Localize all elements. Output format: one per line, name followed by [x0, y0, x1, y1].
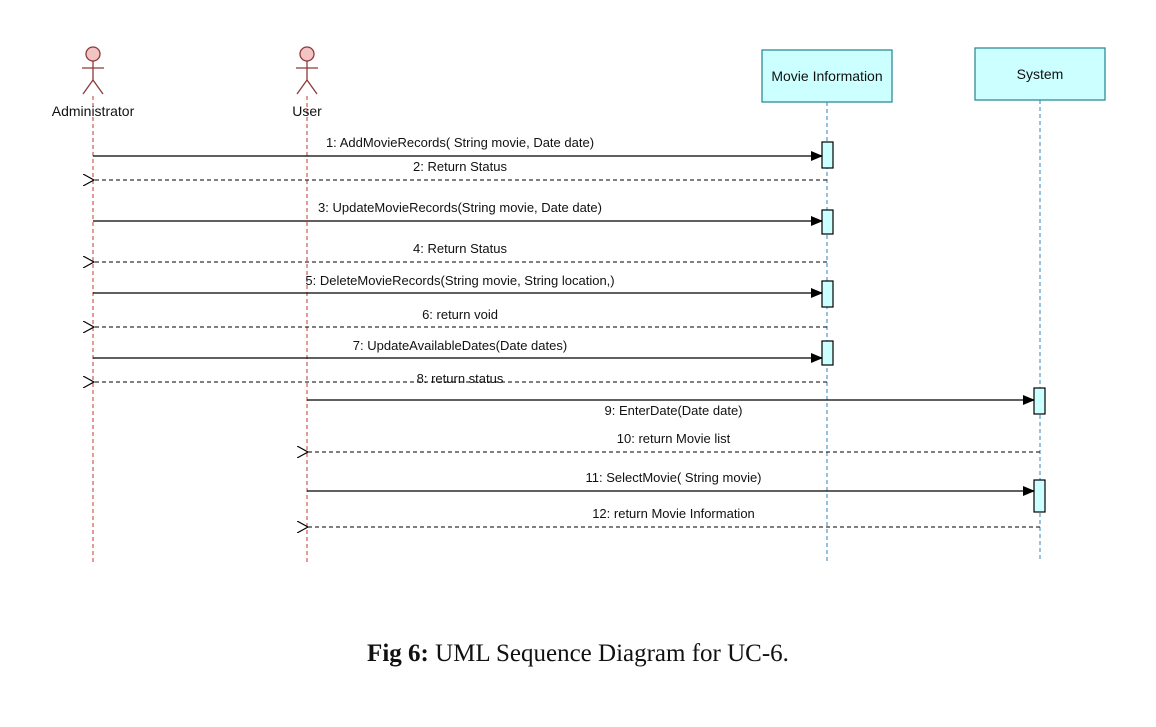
message-2: 2: Return Status: [94, 159, 827, 180]
actor-left-leg: [82, 79, 94, 95]
activation-bar: [1033, 387, 1046, 415]
message-label: 5: DeleteMovieRecords(String movie, Stri…: [305, 273, 614, 288]
message-12: 12: return Movie Information: [308, 506, 1040, 527]
activation-bar: [1033, 479, 1046, 513]
actor-right-leg: [92, 79, 104, 95]
message-5: 5: DeleteMovieRecords(String movie, Stri…: [93, 273, 823, 298]
message-8: 8: return status: [94, 371, 827, 386]
message-label: 11: SelectMovie( String movie): [585, 470, 761, 485]
activation-bar: [821, 340, 834, 366]
message-10: 10: return Movie list: [308, 431, 1040, 452]
message-9: 9: EnterDate(Date date): [307, 395, 1035, 418]
activation-bar: [821, 280, 834, 308]
message-label: 2: Return Status: [413, 159, 507, 174]
actor-admin: Administrator: [52, 46, 135, 119]
actor-label: User: [292, 103, 322, 119]
message-label: 7: UpdateAvailableDates(Date dates): [353, 338, 567, 353]
actor-label: Administrator: [52, 103, 135, 119]
object-label: Movie Information: [771, 68, 882, 84]
message-1: 1: AddMovieRecords( String movie, Date d…: [93, 135, 823, 161]
message-label: 10: return Movie list: [617, 431, 731, 446]
message-label: 1: AddMovieRecords( String movie, Date d…: [326, 135, 594, 150]
message-7: 7: UpdateAvailableDates(Date dates): [93, 338, 823, 363]
object-system: System: [974, 47, 1106, 101]
actor-head-icon: [85, 46, 101, 62]
message-label: 8: return status: [417, 371, 504, 386]
caption-text: UML Sequence Diagram for UC-6.: [428, 640, 789, 667]
message-6: 6: return void: [94, 307, 827, 327]
actor-left-leg: [296, 79, 308, 95]
caption-prefix: Fig 6:: [367, 640, 429, 667]
object-box: [974, 47, 1106, 101]
actor-right-leg: [306, 79, 318, 95]
message-label: 3: UpdateMovieRecords(String movie, Date…: [318, 200, 602, 215]
actor-user: User: [292, 46, 322, 119]
object-movie: Movie Information: [761, 49, 893, 103]
object-box: [761, 49, 893, 103]
activation-bar: [821, 209, 834, 235]
figure-caption: Fig 6: UML Sequence Diagram for UC-6.: [0, 640, 1156, 668]
sequence-diagram: 1: AddMovieRecords( String movie, Date d…: [52, 46, 1106, 562]
message-label: 9: EnterDate(Date date): [604, 403, 742, 418]
message-11: 11: SelectMovie( String movie): [307, 470, 1035, 496]
message-3: 3: UpdateMovieRecords(String movie, Date…: [93, 200, 823, 226]
activation-bar: [821, 141, 834, 169]
message-label: 12: return Movie Information: [592, 506, 755, 521]
object-label: System: [1017, 66, 1064, 82]
message-label: 6: return void: [422, 307, 498, 322]
message-label: 4: Return Status: [413, 241, 507, 256]
actor-head-icon: [299, 46, 315, 62]
message-4: 4: Return Status: [94, 241, 827, 262]
